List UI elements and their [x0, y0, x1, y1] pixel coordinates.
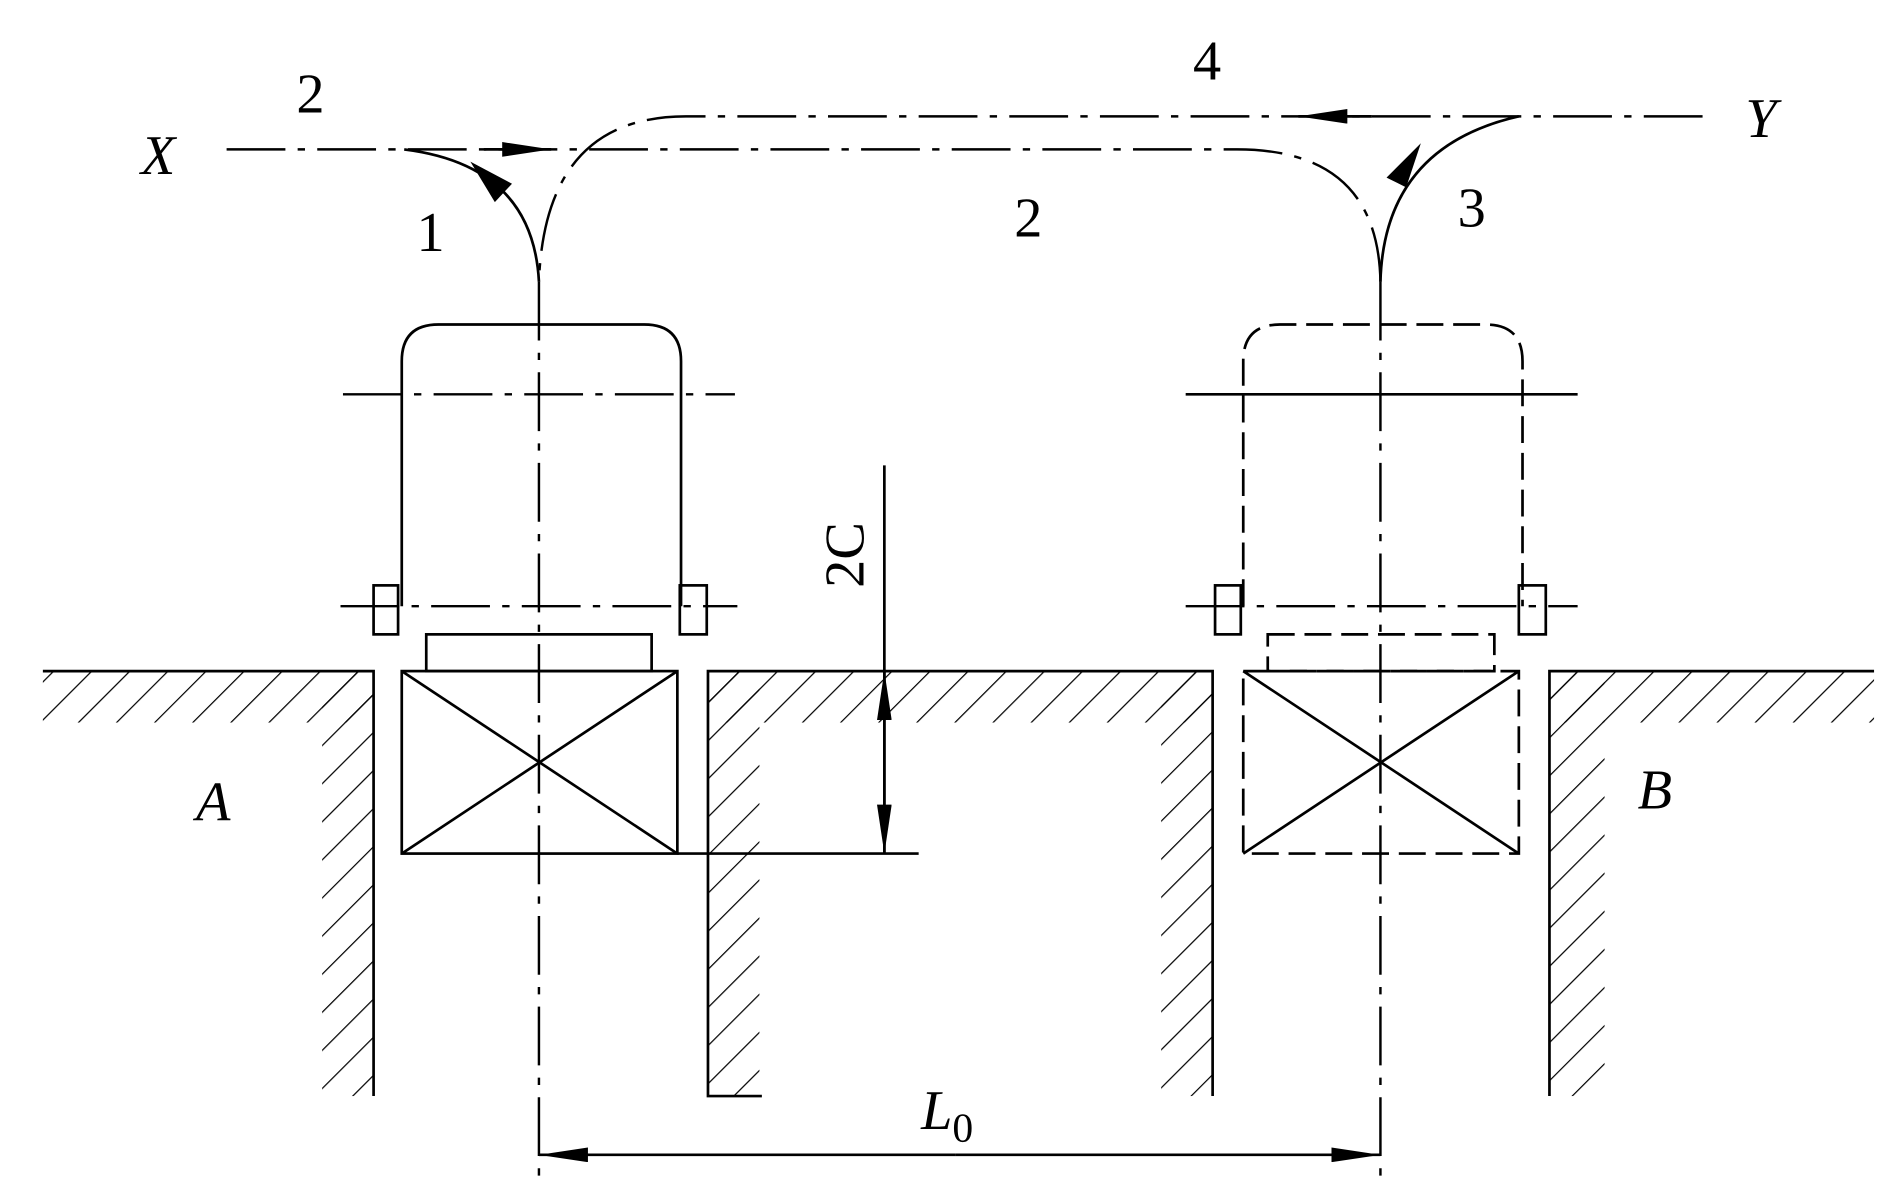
- lift-curve-left: [404, 148, 541, 282]
- label-y: Y: [1745, 88, 1782, 150]
- label-path-4: 4: [1193, 31, 1221, 93]
- label-clearance: 2C: [815, 522, 877, 588]
- lift-curve-right: [1379, 115, 1520, 282]
- ground-middle: [706, 669, 1214, 1098]
- ground-left: [42, 669, 375, 1097]
- label-station-b: B: [1638, 759, 1672, 821]
- ground-right: [1548, 669, 1875, 1097]
- label-station-a: A: [192, 772, 231, 834]
- label-x: X: [139, 125, 178, 187]
- motor-unit-left: [340, 323, 738, 855]
- label-distance: L0: [920, 1080, 973, 1151]
- label-path-2-left: 2: [296, 64, 324, 126]
- path-x-line: [226, 142, 1382, 282]
- label-path-1: 1: [416, 202, 444, 264]
- path-y-line: [537, 108, 1703, 282]
- label-path-2-middle: 2: [1014, 187, 1042, 249]
- motor-unit-right: [1185, 323, 1578, 855]
- clearance-dimension: [677, 465, 919, 855]
- label-path-3: 3: [1458, 178, 1486, 240]
